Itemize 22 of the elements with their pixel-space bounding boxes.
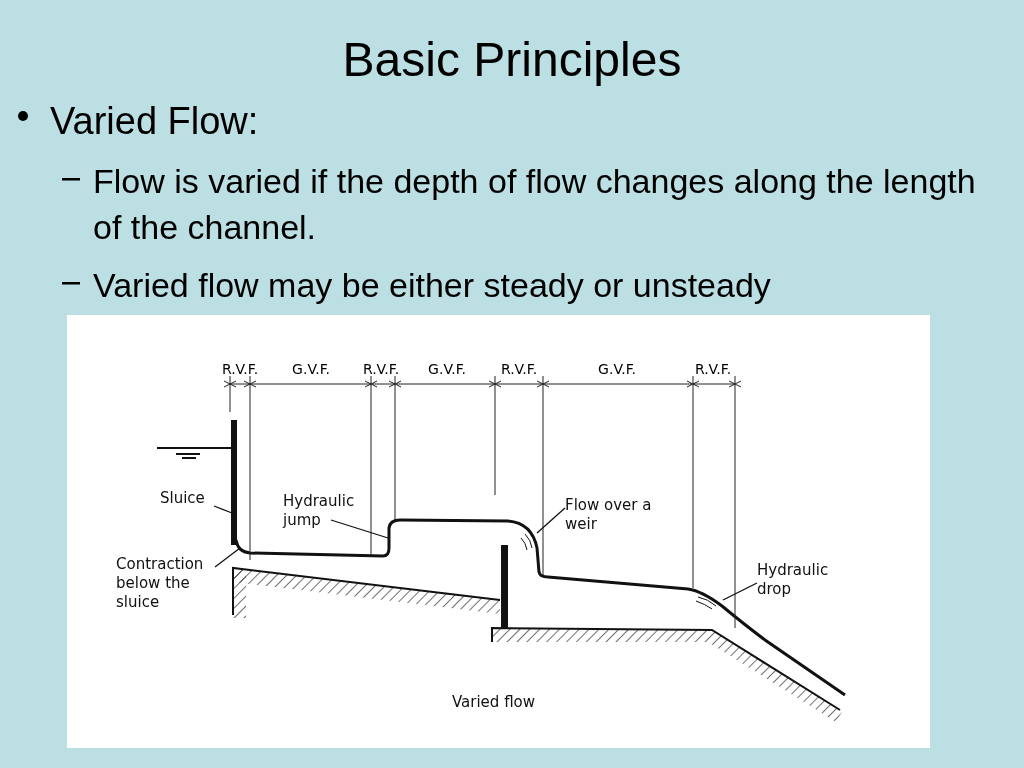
leader-line xyxy=(330,519,389,539)
part-label: Flow over a weir xyxy=(565,496,660,534)
section-label: G.V.F. xyxy=(597,360,637,378)
part-label: Contraction below the sluice xyxy=(116,555,216,612)
section-label: R.V.F. xyxy=(361,360,401,378)
section-label: G.V.F. xyxy=(427,360,467,378)
leader-line xyxy=(213,505,233,514)
bullet-text: Varied flow may be either steady or unsteady xyxy=(93,265,771,306)
leader-line xyxy=(536,507,566,534)
section-label: G.V.F. xyxy=(291,360,331,378)
part-label: Sluice xyxy=(160,489,220,508)
slide-title: Basic Principles xyxy=(341,32,683,88)
section-label: R.V.F. xyxy=(693,360,733,378)
figure-caption: Varied flow xyxy=(452,693,536,712)
section-label: R.V.F. xyxy=(499,360,539,378)
part-label: Hydraulic drop xyxy=(757,561,845,599)
bullet-text: Varied Flow: xyxy=(50,99,259,144)
leader-line xyxy=(722,582,758,601)
part-label: Hydraulic jump xyxy=(283,492,368,530)
leader-line xyxy=(214,547,241,568)
section-label: R.V.F. xyxy=(220,360,260,378)
bullet-text: Flow is varied if the depth of flow changes along the length of the channel. xyxy=(93,161,977,248)
